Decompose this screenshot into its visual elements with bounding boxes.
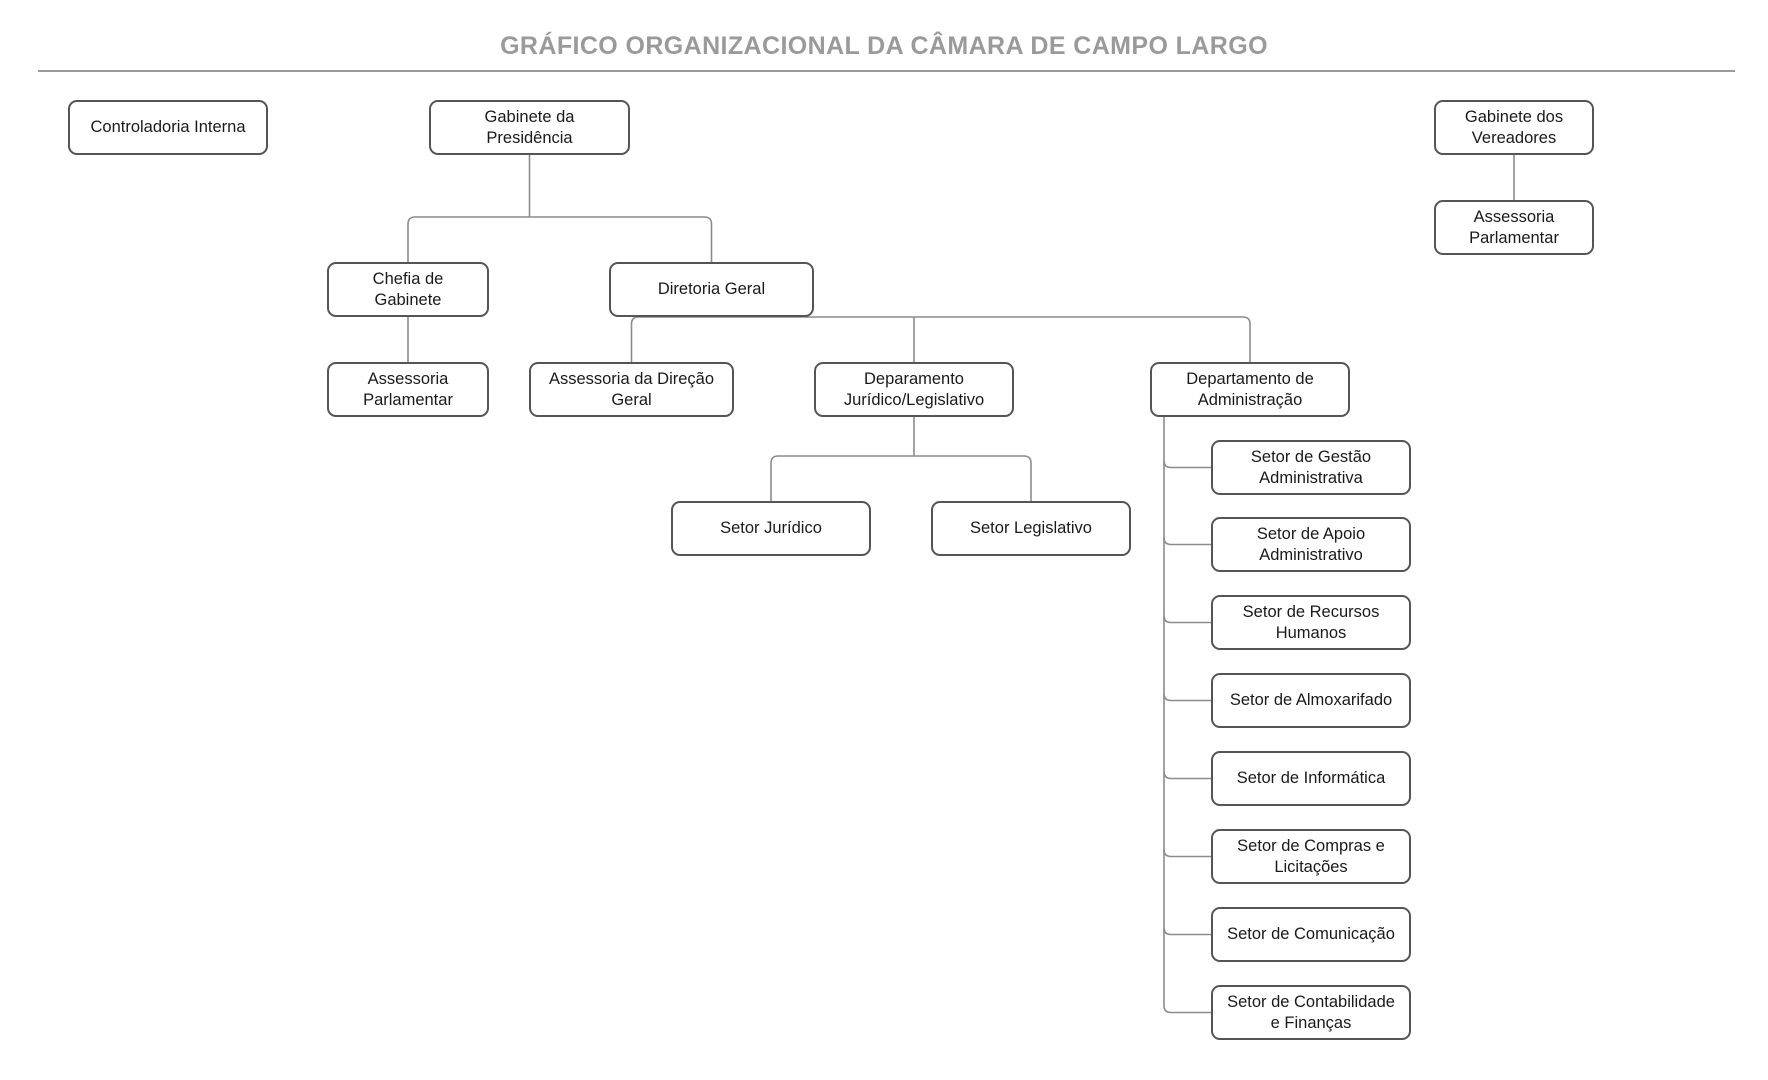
org-node-label: Controladoria Interna [90,118,246,136]
org-node-label: Setor de Informática [1236,769,1386,787]
connector-drop-diretoria_geral [704,216,713,262]
org-node-label: Setor de Almoxarifado [1229,691,1393,709]
org-node-label: Setor de Comunicação [1227,925,1395,943]
connector-branch-setor_apoio_administrativo [1163,537,1211,546]
connector-branch-setor_compras_licitacoes [1163,849,1211,858]
org-node-setor-comunicacao[interactable]: Setor de Comunicação [1211,907,1411,962]
org-node-controladoria-interna[interactable]: Controladoria Interna [68,100,268,155]
connector-branch-setor_almoxarifado [1163,693,1211,702]
org-node-diretoria-geral[interactable]: Diretoria Geral [609,262,814,317]
page-title: GRÁFICO ORGANIZACIONAL DA CÂMARA DE CAMP… [500,32,1268,60]
connector-branch-setor_recursos_humanos [1163,615,1211,624]
connector-branch-setor_gestao_administrativa [1163,460,1211,469]
org-node-setor-informatica[interactable]: Setor de Informática [1211,751,1411,806]
org-node-label: Diretoria Geral [657,280,766,298]
org-node-setor-almoxarifado[interactable]: Setor de Almoxarifado [1211,673,1411,728]
org-node-label: Setor Jurídico [720,519,822,537]
connector-branch-setor_comunicacao [1163,927,1211,936]
connector-drop-chefia_gabinete [407,216,416,262]
connector-drop-dep_administracao [1242,316,1251,362]
connector-drop-setor_juridico [770,455,779,501]
title-divider [38,70,1735,72]
org-node-setor-legislativo[interactable]: Setor Legislativo [931,501,1131,556]
org-node-setor-juridico[interactable]: Setor Jurídico [671,501,871,556]
org-node-label: Setor Legislativo [970,519,1092,537]
connector-drop-assessoria_direcao_geral [630,316,639,362]
connector-drop-setor_legislativo [1023,455,1032,501]
connector-branch-setor_informatica [1163,771,1211,780]
connector-trunk-dep_administracao [1163,417,1211,1014]
